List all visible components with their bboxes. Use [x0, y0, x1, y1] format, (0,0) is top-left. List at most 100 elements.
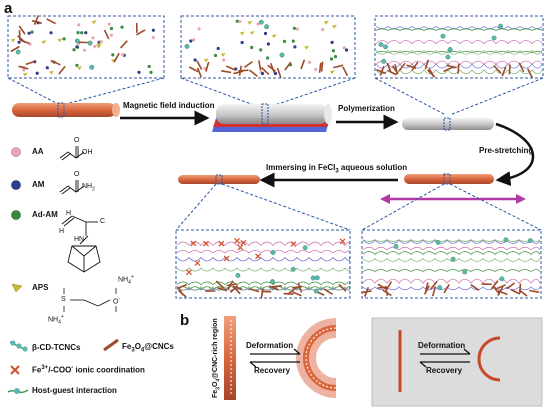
cd-tcnc — [440, 33, 446, 39]
polymer-chain — [176, 250, 350, 254]
legend-fe3o4-label: Fe3O4@CNCs — [122, 342, 174, 354]
monomer-bead — [93, 44, 97, 48]
aps-initiator — [271, 34, 277, 39]
monomer-bead — [282, 39, 287, 44]
monomer-bead — [76, 30, 80, 35]
cnc-rod — [510, 288, 521, 295]
monomer-bead — [314, 67, 318, 71]
cnc-rod — [406, 64, 417, 70]
cnc-rod — [18, 65, 29, 70]
panel-b-deformation: Deformation — [246, 341, 294, 350]
zoom-lines-row1 — [7, 77, 544, 116]
cnc-rod — [411, 61, 419, 71]
monomer-bead — [222, 58, 226, 62]
aps-initiator — [10, 38, 16, 43]
monomer-bead — [342, 46, 346, 50]
ionic-cross — [234, 237, 240, 244]
cnc-rod — [215, 280, 225, 289]
cnc-rod — [423, 285, 431, 295]
monomer-bead — [120, 25, 124, 29]
ionic-cross-icon — [10, 365, 20, 375]
aps-initiator — [57, 38, 63, 43]
polymer-chain — [362, 239, 541, 242]
cnc-rod — [382, 289, 392, 297]
monomer-bead — [30, 30, 34, 34]
am-nh2: NH2 — [82, 183, 95, 193]
monomer-bead — [273, 71, 278, 76]
cd-tcnc-icon — [9, 340, 28, 352]
polymer-chain — [176, 256, 350, 262]
ionic-cross — [186, 269, 192, 276]
step-magnetic-label: Magnetic field induction — [123, 101, 215, 110]
photo-bent-gel — [477, 336, 501, 382]
adam-structure — [61, 215, 101, 273]
ionic-cross — [194, 260, 201, 267]
cnc-rod — [176, 286, 184, 296]
cnc-rod — [493, 65, 502, 74]
aps-nh4-top: NH4+ — [118, 274, 134, 286]
aps-initiator — [91, 20, 97, 25]
cnc-rod — [217, 287, 228, 292]
cnc-rod — [470, 283, 480, 291]
polymer-chain — [362, 269, 541, 272]
cd-tcnc — [87, 40, 93, 46]
cd-tcnc — [503, 237, 509, 243]
aps-initiator — [77, 66, 83, 71]
cnc-rod — [196, 60, 203, 70]
cd-tcnc — [302, 245, 308, 251]
cd-tcnc — [270, 250, 276, 255]
polymer-chain — [362, 278, 541, 284]
aps-o-minus: O- — [113, 296, 121, 306]
monomer-bead — [192, 38, 196, 42]
adam-o: C — [100, 218, 106, 225]
legend-cd-label: β-CD-TCNCs — [32, 343, 81, 352]
rod-final — [178, 174, 260, 185]
am-o: O — [74, 171, 80, 178]
polymer-chain — [375, 28, 543, 31]
monomer-bead — [329, 57, 334, 61]
cnc-rod — [196, 67, 203, 78]
monomer-bead — [83, 48, 87, 52]
cnc-rod — [226, 283, 237, 287]
monomer-bead — [72, 48, 76, 52]
cnc-rod — [429, 280, 438, 290]
cd-tcnc — [279, 52, 285, 58]
cnc-rod — [58, 65, 66, 75]
panel-a-label: a — [4, 0, 13, 17]
cnc-rod — [46, 18, 56, 25]
monomer-bead — [263, 31, 268, 36]
aps-initiator — [41, 40, 47, 45]
panel-b-recovery-photo: Recovery — [426, 366, 463, 375]
panel-b-straight-gel — [224, 316, 236, 400]
cnc-rod — [379, 65, 385, 76]
cd-tcnc — [15, 49, 21, 55]
cnc-rod — [386, 62, 392, 73]
equilibrium-arrows-b1 — [249, 348, 301, 368]
zoom-lines-row2 — [175, 183, 542, 231]
cd-tcnc — [310, 275, 316, 281]
cnc-rod — [103, 29, 110, 40]
inset-precursor — [7, 15, 165, 79]
cnc-rod — [50, 59, 61, 66]
monomer-bead — [151, 35, 155, 40]
cd-tcnc — [445, 54, 451, 60]
legend-am-label: AM — [32, 180, 45, 189]
aps-initiator — [247, 20, 253, 25]
aa-monomer-icon — [11, 147, 21, 157]
am-structure — [59, 180, 85, 195]
monomer-bead — [137, 70, 141, 74]
aa-o: O — [74, 137, 80, 144]
aps-initiator — [22, 72, 28, 77]
monomer-bead — [266, 42, 270, 46]
adam-hn: HN — [74, 236, 85, 243]
monomer-bead — [321, 28, 325, 32]
panel-b-deformation-photo: Deformation — [418, 341, 466, 350]
aps-s1: S — [61, 296, 66, 303]
ionic-cross — [203, 240, 209, 247]
monomer-bead — [256, 22, 260, 26]
cnc-rod — [323, 288, 334, 295]
ionic-cross — [237, 244, 244, 251]
cnc-rod — [506, 282, 516, 290]
cnc-rod — [249, 69, 258, 77]
polymer-chain — [362, 246, 541, 251]
